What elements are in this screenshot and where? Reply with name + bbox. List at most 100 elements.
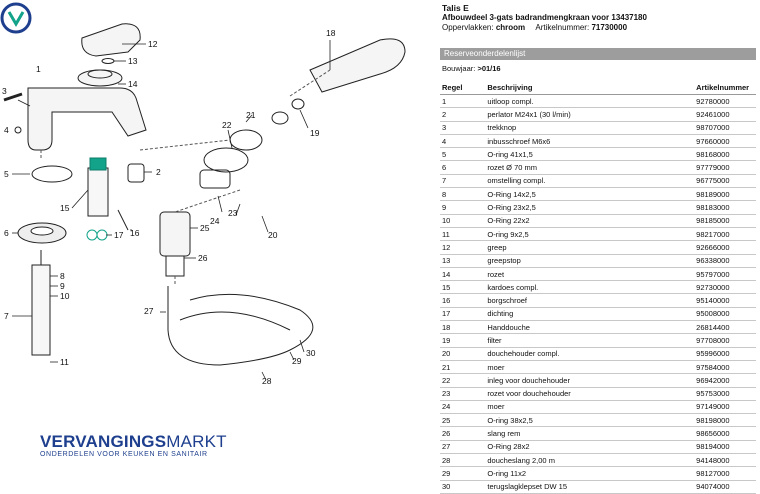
row-beschrijving: omstelling compl. (485, 174, 695, 189)
row-beschrijving: O-Ring 23x2,5 (485, 200, 695, 215)
row-regel: 4 (440, 134, 486, 149)
row-beschrijving: uitloop compl. (485, 94, 695, 109)
row-artikelnummer: 98185000 (694, 214, 756, 228)
row-beschrijving: terugslagklepset DW 15 (485, 480, 695, 494)
callout-6: 6 (4, 228, 9, 238)
callout-15: 15 (60, 203, 70, 213)
row-regel: 23 (440, 387, 486, 401)
callout-8: 8 (60, 271, 65, 281)
callout-7: 7 (4, 311, 9, 321)
row-regel: 13 (440, 254, 486, 268)
callout-23: 23 (228, 208, 238, 218)
row-regel: 8 (440, 187, 486, 202)
row-beschrijving: doucheslang 2,00 m (485, 453, 695, 468)
row-artikelnummer: 92730000 (694, 280, 756, 295)
row-artikelnummer: 94074000 (694, 480, 756, 494)
row-regel: 12 (440, 240, 486, 255)
row-artikelnummer: 94148000 (694, 453, 756, 468)
row-regel: 25 (440, 413, 486, 428)
row-beschrijving: kardoes compl. (485, 280, 695, 295)
callout-2: 2 (156, 167, 161, 177)
row-artikelnummer: 98198000 (694, 413, 756, 428)
row-beschrijving: inleg voor douchehouder (485, 373, 695, 388)
row-beschrijving: douchehouder compl. (485, 347, 695, 361)
aerator-part (127, 163, 145, 183)
callout-19: 19 (310, 128, 320, 138)
callout-17: 17 (114, 230, 124, 240)
row-artikelnummer: 92461000 (694, 107, 756, 122)
row-regel: 26 (440, 426, 486, 441)
row-artikelnummer: 97779000 (694, 160, 756, 175)
callout-16: 16 (130, 228, 140, 238)
row-artikelnummer: 97584000 (694, 360, 756, 375)
row-beschrijving: inbusschroef M6x6 (485, 134, 695, 149)
product-meta: Oppervlakken: chroom Artikelnummer: 7173… (442, 23, 628, 32)
callout-12: 12 (148, 39, 158, 49)
row-artikelnummer: 95996000 (694, 347, 756, 361)
callout-24: 24 (210, 216, 220, 226)
table-header: Regel Beschrijving Artikelnummer (440, 80, 756, 95)
row-artikelnummer: 95008000 (694, 307, 756, 322)
row-beschrijving: O-Ring 22x2 (485, 214, 695, 228)
row-artikelnummer: 98217000 (694, 227, 756, 242)
logo-wordmark: VERVANGINGSMARKT (40, 432, 227, 451)
callout-5: 5 (4, 169, 9, 179)
row-artikelnummer: 97149000 (694, 400, 756, 415)
parts-panel: Talis E Afbouwdeel 3-gats badrandmengkra… (436, 0, 756, 494)
build-year: Bouwjaar: >01/16 (442, 64, 501, 73)
callout-14: 14 (128, 79, 138, 89)
col-artikelnummer: Artikelnummer (694, 80, 756, 95)
row-regel: 18 (440, 320, 486, 335)
row-regel: 30 (440, 480, 486, 494)
row-artikelnummer: 96942000 (694, 373, 756, 388)
row-beschrijving: dichting (485, 307, 695, 322)
row-beschrijving: slang rem (485, 426, 695, 441)
row-regel: 28 (440, 453, 486, 468)
callout-11: 11 (60, 357, 69, 367)
row-artikelnummer: 96775000 (694, 174, 756, 189)
row-artikelnummer: 95797000 (694, 267, 756, 282)
row-artikelnummer: 26814400 (694, 320, 756, 335)
row-artikelnummer: 98194000 (694, 440, 756, 455)
callout-18: 18 (326, 28, 336, 38)
row-artikelnummer: 98707000 (694, 121, 756, 135)
spout-part (27, 87, 147, 151)
row-regel: 5 (440, 147, 486, 162)
row-regel: 14 (440, 267, 486, 282)
row-beschrijving: O-ring 38x2,5 (485, 413, 695, 428)
row-regel: 6 (440, 160, 486, 175)
oring-part (31, 165, 73, 183)
row-regel: 21 (440, 360, 486, 375)
callout-13: 13 (128, 56, 138, 66)
callout-30: 30 (306, 348, 316, 358)
callout-27: 27 (144, 306, 154, 316)
callout-22: 22 (222, 120, 232, 130)
row-regel: 20 (440, 347, 486, 361)
row-artikelnummer: 98189000 (694, 187, 756, 202)
row-beschrijving: perlator M24x1 (30 l/min) (485, 107, 695, 122)
row-beschrijving: greepstop (485, 254, 695, 268)
row-beschrijving: O-Ring 14x2,5 (485, 187, 695, 202)
callout-20: 20 (268, 230, 278, 240)
callout-9: 9 (60, 281, 65, 291)
vervangingsmarkt-logo (0, 2, 32, 34)
